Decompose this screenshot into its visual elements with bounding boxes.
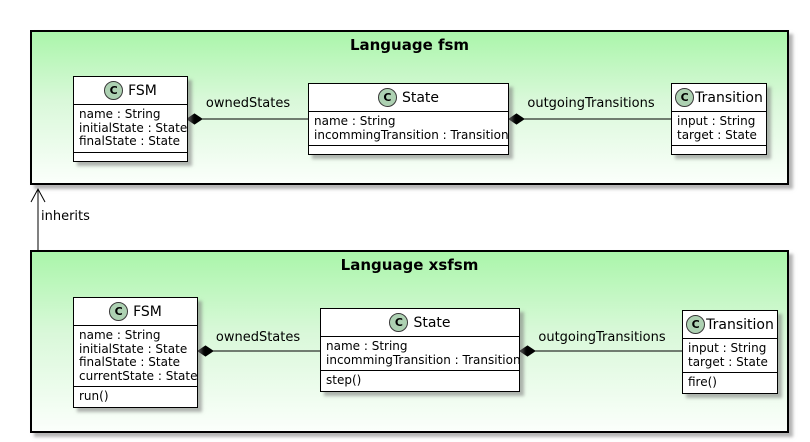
class-name: State bbox=[413, 314, 451, 331]
attribute: initialState : State bbox=[79, 120, 188, 135]
attribute: finalState : State bbox=[79, 134, 181, 148]
edge-label-ownedstates-xsfsm: ownedStates bbox=[215, 330, 301, 345]
attribute: name : String bbox=[79, 328, 161, 342]
class-attributes: name : String incommingTransition : Tran… bbox=[321, 336, 521, 370]
attribute: currentState : State bbox=[79, 368, 198, 383]
attribute: target : State bbox=[688, 354, 768, 369]
class-header: C FSM bbox=[74, 298, 197, 325]
class-name: FSM bbox=[128, 82, 157, 99]
class-circle-icon: C bbox=[686, 315, 706, 334]
class-name: Transition bbox=[695, 89, 763, 106]
class-fsm-language-xsfsm: C FSM name : String initialState : State… bbox=[73, 297, 198, 408]
class-name: Transition bbox=[706, 316, 774, 333]
attribute: incommingTransition : Transition bbox=[314, 127, 509, 142]
class-state-language-fsm: C State name : String incommingTransitio… bbox=[308, 83, 509, 155]
method: step() bbox=[326, 373, 362, 387]
class-circle-icon: C bbox=[389, 313, 409, 332]
class-methods-empty bbox=[309, 145, 508, 154]
attribute: finalState : State bbox=[79, 355, 181, 369]
edge-label-inherits: inherits bbox=[41, 209, 90, 224]
class-methods: step() bbox=[321, 370, 519, 391]
class-header: C FSM bbox=[74, 77, 187, 104]
attribute: input : String bbox=[688, 341, 767, 355]
edge-label-outgoingtransitions-xsfsm: outgoingTransitions bbox=[538, 330, 666, 345]
class-circle-icon: C bbox=[109, 302, 129, 321]
attribute: target : State bbox=[677, 127, 757, 142]
method: run() bbox=[79, 389, 109, 403]
class-circle-icon: C bbox=[377, 88, 397, 107]
class-attributes: name : String initialState : State final… bbox=[74, 104, 187, 152]
package-title: Language fsm bbox=[349, 36, 470, 54]
class-methods: run() bbox=[74, 386, 197, 407]
inheritance-arrowhead-icon bbox=[30, 187, 46, 203]
class-attributes: input : String target : State bbox=[683, 338, 777, 372]
class-name: FSM bbox=[133, 303, 162, 320]
attribute: input : String bbox=[677, 114, 756, 128]
attribute: name : String bbox=[326, 339, 408, 353]
class-attributes: name : String incommingTransition : Tran… bbox=[309, 111, 509, 145]
class-transition-language-fsm: C Transition input : String target : Sta… bbox=[671, 83, 767, 155]
class-fsm-language-fsm: C FSM name : String initialState : State… bbox=[73, 76, 188, 162]
attribute: name : String bbox=[314, 114, 396, 128]
class-state-language-xsfsm: C State name : String incommingTransitio… bbox=[320, 308, 521, 392]
class-header: C Transition bbox=[672, 84, 766, 111]
package-title: Language xsfsm bbox=[340, 256, 479, 274]
class-name: State bbox=[401, 89, 440, 106]
class-methods-empty bbox=[74, 151, 187, 161]
class-attributes: name : String initialState : State final… bbox=[74, 325, 198, 386]
class-header: C State bbox=[309, 84, 508, 111]
edge-label-ownedstates-fsm: ownedStates bbox=[205, 96, 291, 111]
class-header: C Transition bbox=[683, 311, 777, 338]
class-methods-empty bbox=[672, 145, 766, 154]
attribute: name : String bbox=[79, 107, 161, 121]
class-attributes: input : String target : State bbox=[672, 111, 766, 145]
class-transition-language-xsfsm: C Transition input : String target : Sta… bbox=[682, 310, 778, 394]
class-circle-icon: C bbox=[104, 81, 124, 100]
edge-label-outgoingtransitions-fsm: outgoingTransitions bbox=[527, 96, 655, 111]
attribute: incommingTransition : Transition bbox=[326, 352, 521, 367]
class-header: C State bbox=[321, 309, 519, 336]
class-circle-icon: C bbox=[675, 88, 695, 107]
method: fire() bbox=[688, 375, 717, 389]
attribute: initialState : State bbox=[79, 341, 188, 356]
class-methods: fire() bbox=[683, 372, 777, 393]
